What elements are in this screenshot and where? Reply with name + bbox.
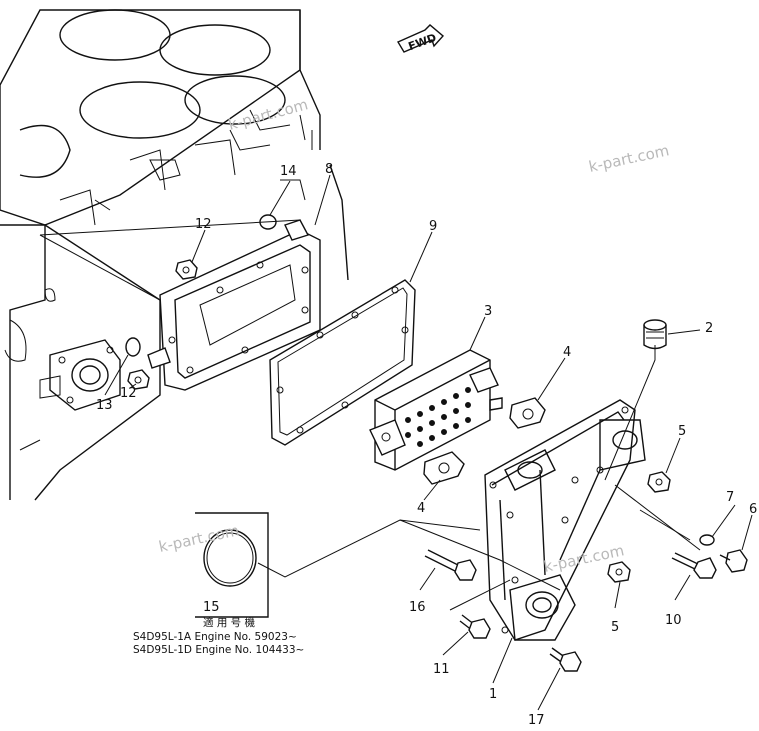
bolt-11 (459, 614, 491, 639)
callout-4-lower: 4 (417, 501, 425, 516)
nut-5-upper (647, 471, 671, 493)
gasket-4-lower (423, 451, 465, 485)
callout-1: 1 (489, 687, 497, 702)
watermark-1: k-part.com (226, 95, 310, 134)
callout-8: 8 (325, 162, 333, 177)
callout-9: 9 (429, 219, 437, 234)
callout-12-upper: 12 (195, 217, 212, 232)
callout-15: 15 (203, 600, 220, 615)
callout-4-upper: 4 (563, 345, 571, 360)
watermark-3: k-part.com (157, 521, 241, 556)
nut-12-lower (127, 369, 150, 390)
leader-lines (39, 174, 753, 711)
applicability-line-1: S4D95L-1A Engine No. 59023~ (133, 631, 297, 643)
callout-7: 7 (726, 490, 734, 505)
callout-16: 16 (409, 600, 426, 615)
callout-12-lower: 12 (120, 386, 137, 401)
callout-13: 13 (96, 398, 113, 413)
callout-numbers: 1 2 3 4 4 5 5 6 7 8 9 10 11 12 12 13 14 … (96, 162, 757, 728)
oil-cooler-cover (147, 219, 321, 391)
o-ring-14 (259, 214, 277, 230)
forward-direction-arrow: FWD (396, 24, 445, 53)
nut-5-lower (607, 561, 631, 583)
o-ring-13 (125, 337, 141, 357)
callout-14: 14 (280, 164, 297, 179)
callout-5-lower: 5 (611, 620, 619, 635)
applicability-line-2: S4D95L-1D Engine No. 104433~ (133, 644, 304, 656)
gasket-4-upper (509, 397, 546, 429)
cooler-element (369, 349, 503, 471)
washer-7 (699, 534, 715, 546)
callout-2: 2 (705, 321, 713, 336)
callout-11: 11 (433, 662, 450, 677)
o-ring-15-detail (195, 512, 269, 618)
fwd-label: FWD (407, 31, 438, 53)
callout-17: 17 (528, 713, 545, 727)
callout-10: 10 (665, 613, 682, 628)
nut-12-upper (175, 259, 198, 280)
bolt-6 (719, 549, 748, 573)
oil-cooler-housing (484, 399, 646, 641)
applicability-note: 適 用 号 機 S4D95L-1A Engine No. 59023~ S4D9… (133, 616, 304, 656)
bolt-16 (424, 549, 477, 581)
watermark-2: k-part.com (587, 141, 671, 176)
bolt-17 (549, 647, 582, 672)
engine-block (0, 9, 349, 501)
applicability-heading: 適 用 号 機 (203, 616, 256, 629)
callout-5-upper: 5 (678, 424, 686, 439)
callout-6: 6 (749, 502, 757, 517)
callout-3: 3 (484, 304, 492, 319)
plug-2 (643, 319, 667, 350)
gasket (269, 279, 416, 446)
bolt-10 (671, 552, 717, 579)
